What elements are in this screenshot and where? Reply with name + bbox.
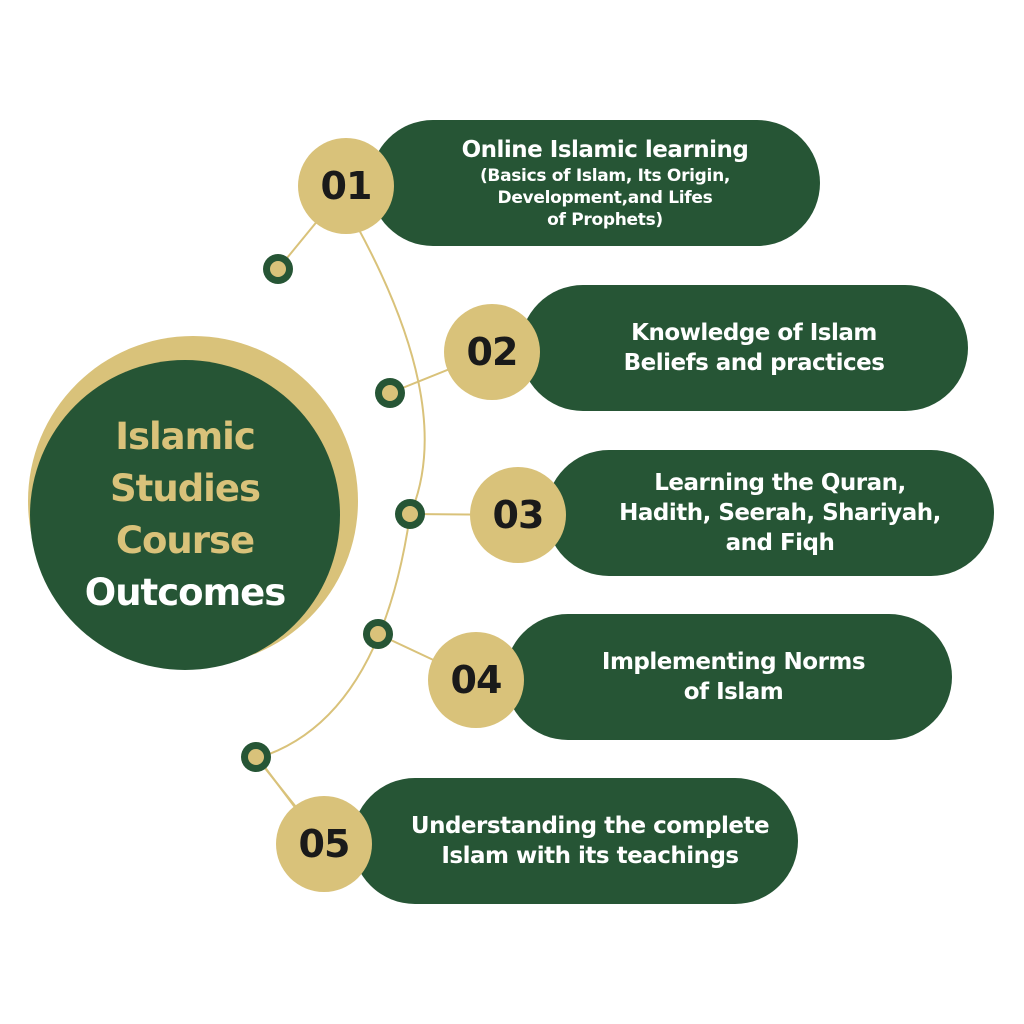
- outcome-title-2: Knowledge of Islam Beliefs and practices: [623, 320, 885, 376]
- outcome-pill-5: Understanding the complete Islam with it…: [352, 778, 798, 904]
- hub-title-line-3: Course: [115, 519, 255, 562]
- hub-title-highlight: Outcomes: [84, 571, 287, 614]
- node-dot-5: [241, 742, 271, 772]
- hub-title-line-2: Studies: [110, 467, 261, 510]
- outcome-number-3: 03: [470, 467, 566, 563]
- node-dot-3: [395, 499, 425, 529]
- outcome-pill-2: Knowledge of Islam Beliefs and practices: [520, 285, 968, 411]
- outcome-title-3: Learning the Quran, Hadith, Seerah, Shar…: [619, 470, 941, 556]
- outcome-number-4: 04: [428, 632, 524, 728]
- outcome-number-5: 05: [276, 796, 372, 892]
- hub-title-line-1: Islamic: [115, 415, 256, 458]
- outcome-title-1: Online Islamic learning: [461, 137, 749, 163]
- outcome-pill-3: Learning the Quran, Hadith, Seerah, Shar…: [546, 450, 994, 576]
- outcome-title-5: Understanding the complete Islam with it…: [410, 813, 770, 869]
- node-dot-1: [263, 254, 293, 284]
- outcome-number-1: 01: [298, 138, 394, 234]
- outcome-title-4: Implementing Norms of Islam: [601, 649, 866, 705]
- node-dot-2: [375, 378, 405, 408]
- outcome-number-2: 02: [444, 304, 540, 400]
- node-dot-4: [363, 619, 393, 649]
- hub-circle: Islamic Studies Course Outcomes: [30, 360, 340, 670]
- outcome-pill-1: Online Islamic learning (Basics of Islam…: [370, 120, 820, 246]
- outcome-subtitle-1: (Basics of Islam, Its Origin, Developmen…: [479, 166, 731, 230]
- outcome-pill-4: Implementing Norms of Islam: [505, 614, 952, 740]
